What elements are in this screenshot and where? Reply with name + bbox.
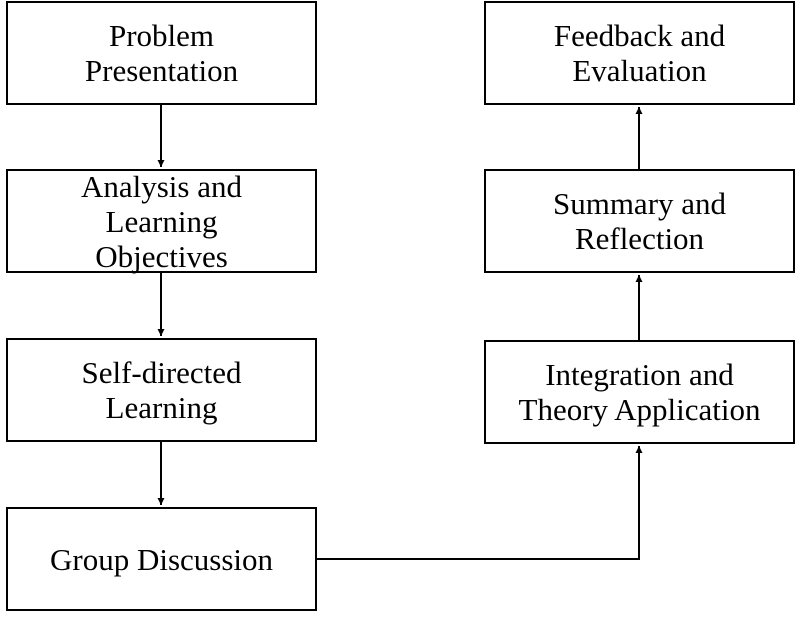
node-label-line: Feedback and <box>553 18 726 53</box>
node-self-directed-learning: Self-directed Learning <box>6 338 317 442</box>
arrow-group-to-integration <box>317 446 643 560</box>
node-label-line: Analysis and <box>80 168 242 204</box>
node-summary-reflection: Summary and Reflection <box>484 169 795 273</box>
node-label-line: Presentation <box>84 53 239 88</box>
node-label-line: Reflection <box>574 221 705 256</box>
node-label-line: Learning <box>105 203 218 239</box>
node-problem-presentation: Problem Presentation <box>6 1 317 105</box>
node-label-line: Self-directed <box>81 355 242 390</box>
node-label-line: Problem <box>108 18 215 53</box>
node-label-line: Integration and <box>545 357 734 392</box>
node-label-line: Objectives <box>95 238 228 274</box>
node-label-line: Evaluation <box>572 53 707 88</box>
node-label-line: Group Discussion <box>49 541 274 577</box>
node-label-line: Summary and <box>552 186 727 221</box>
node-analysis-learning-objectives: Analysis and Learning Objectives <box>6 168 317 274</box>
node-group-discussion: Group Discussion <box>6 507 317 611</box>
node-integration-theory-application: Integration and Theory Application <box>484 340 795 444</box>
node-label-line: Theory Application <box>518 392 761 427</box>
node-feedback-evaluation: Feedback and Evaluation <box>484 1 795 105</box>
node-label-line: Learning <box>105 390 218 425</box>
